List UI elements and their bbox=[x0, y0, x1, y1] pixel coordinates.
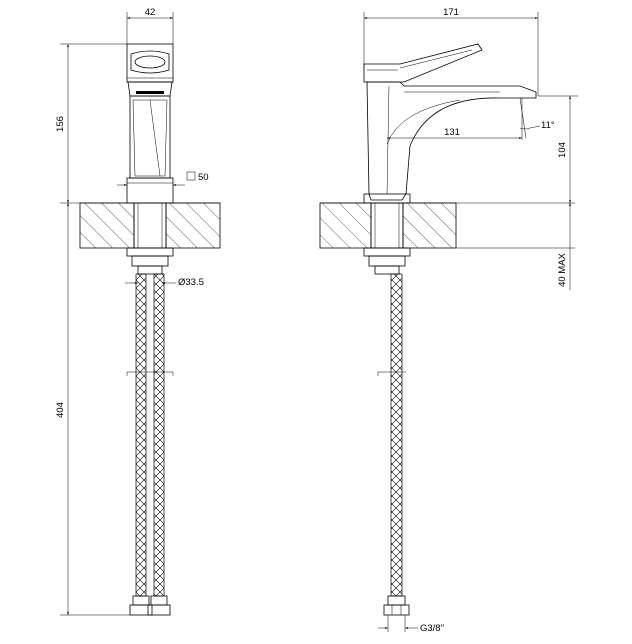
front-view: 42 156 bbox=[55, 7, 221, 616]
side-thread-dimension: G3/8" bbox=[378, 615, 444, 634]
side-spout-height-dimension: 104 bbox=[538, 95, 578, 203]
side-body bbox=[366, 81, 537, 201]
front-body bbox=[127, 81, 173, 179]
front-handle bbox=[126, 43, 174, 83]
side-hose bbox=[377, 273, 406, 597]
side-length-dimension: 171 bbox=[363, 7, 539, 96]
side-angle-label: 11° bbox=[541, 120, 555, 131]
side-lever bbox=[363, 43, 483, 83]
side-shank bbox=[363, 202, 411, 275]
side-thread-label: G3/8" bbox=[420, 623, 444, 634]
front-base: 50 bbox=[117, 171, 209, 204]
front-width-dimension: 42 bbox=[126, 7, 174, 44]
front-hose-length-dimension: 404 bbox=[55, 203, 130, 616]
front-shank bbox=[126, 202, 174, 275]
side-hose-fitting bbox=[383, 595, 410, 616]
front-width-label: 42 bbox=[145, 7, 156, 18]
side-view: 171 131 11° bbox=[319, 7, 578, 634]
front-hoses bbox=[126, 273, 174, 597]
front-square-label: 50 bbox=[198, 172, 209, 183]
side-angle-dimension: 11° bbox=[519, 97, 555, 139]
front-hose-length-label: 404 bbox=[55, 402, 66, 418]
side-countertop bbox=[319, 202, 575, 249]
side-spout-height-label: 104 bbox=[557, 142, 568, 158]
side-spout-reach-label: 131 bbox=[444, 127, 460, 138]
front-countertop bbox=[79, 202, 221, 249]
side-spout-reach-dimension: 131 bbox=[386, 98, 523, 145]
front-hose-fittings bbox=[129, 595, 171, 616]
side-length-label: 171 bbox=[443, 7, 459, 18]
side-max-thickness-dimension: 40 MAX bbox=[557, 203, 571, 290]
side-max-thickness-label: 40 MAX bbox=[557, 252, 568, 286]
front-body-height-dimension: 156 bbox=[55, 43, 127, 204]
front-diameter-label: Ø33.5 bbox=[178, 277, 204, 288]
front-body-height-label: 156 bbox=[55, 116, 66, 132]
